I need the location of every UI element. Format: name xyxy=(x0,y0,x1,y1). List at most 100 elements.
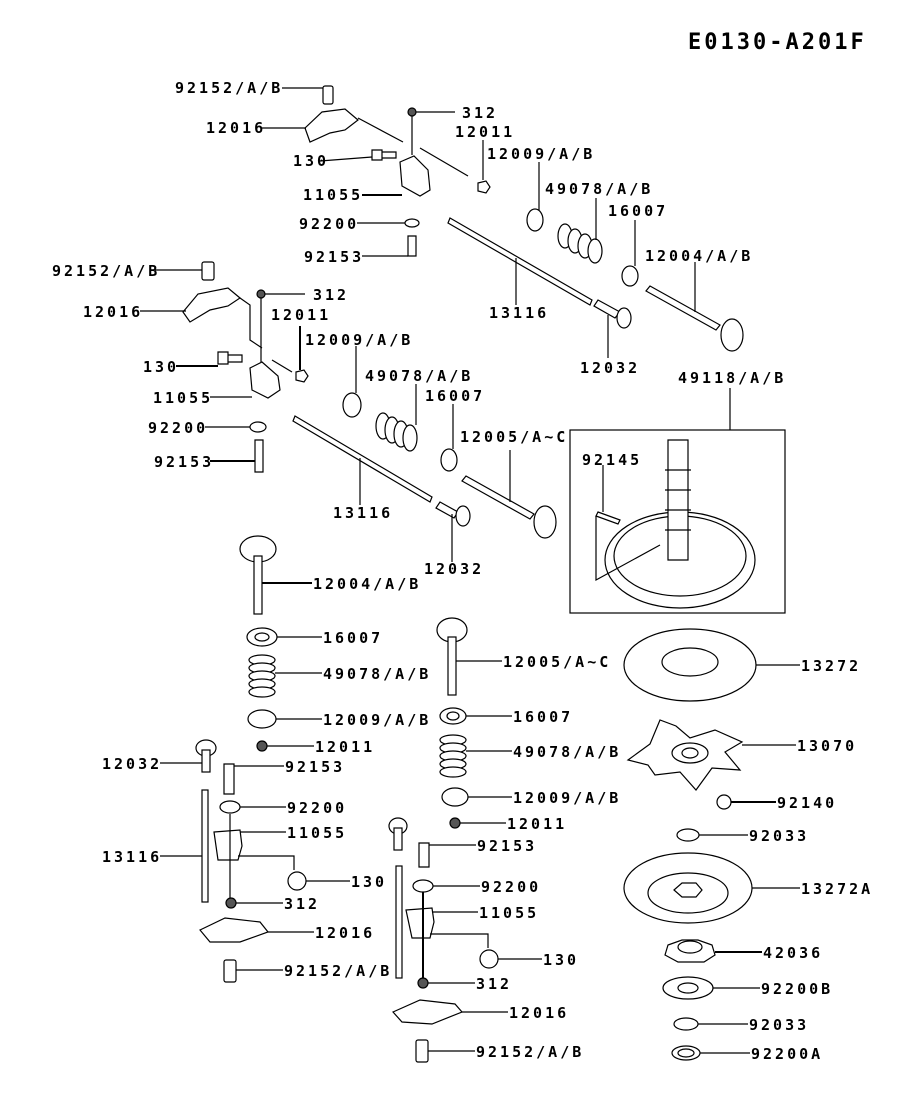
camshaft-assembly xyxy=(569,388,786,614)
rocker-bracket-part xyxy=(213,829,243,861)
label-lower-middle-spring-seat: 12009/A/B xyxy=(513,789,622,807)
label-governor-washer-a: 92200A xyxy=(751,1045,824,1063)
camshaft-part xyxy=(667,439,689,561)
rocker-arm-part xyxy=(304,108,359,143)
label-lower-left-valve: 12004/A/B xyxy=(313,575,422,593)
bolt-part xyxy=(479,949,499,969)
label-upper-exhaust-rocker-arm: 12016 xyxy=(206,119,267,137)
push-rod-part xyxy=(292,415,433,503)
label-upper-intake-lifter: 12032 xyxy=(424,560,485,578)
washer-part xyxy=(219,800,241,814)
washer-a-part xyxy=(671,1045,701,1061)
retainer-part xyxy=(295,369,309,383)
label-lower-middle-valve-spring: 49078/A/B xyxy=(513,743,622,761)
valve-spring-part xyxy=(248,654,276,698)
label-lower-left-valve-spring: 49078/A/B xyxy=(323,665,432,683)
stud-part xyxy=(407,235,417,257)
ball-part xyxy=(716,794,732,810)
label-lower-left-rocker-bracket: 11055 xyxy=(287,824,348,842)
ring-1-part xyxy=(676,828,700,842)
label-upper-exhaust-spring-seat: 12009/A/B xyxy=(487,145,596,163)
seal-part xyxy=(621,265,639,287)
governor-stack xyxy=(623,628,800,1061)
label-upper-exhaust-retainer: 12011 xyxy=(455,123,516,141)
label-upper-exhaust-bolt: 130 xyxy=(293,152,330,170)
label-camshaft-spring: 92145 xyxy=(582,451,643,469)
washer-part xyxy=(412,879,434,893)
stud-part xyxy=(418,842,430,868)
label-lower-middle-bolt: 130 xyxy=(543,951,580,969)
label-governor-cup: 13272A xyxy=(801,880,874,898)
stud-part xyxy=(223,763,235,795)
label-upper-intake-nut: 312 xyxy=(313,286,350,304)
seal-part xyxy=(246,627,278,647)
upper-intake-group xyxy=(140,261,557,562)
label-lower-middle-seal: 16007 xyxy=(513,708,574,726)
lifter-part xyxy=(593,299,621,319)
label-lower-middle-valve: 12005/A~C xyxy=(503,653,612,671)
label-lower-middle-rocker-arm: 12016 xyxy=(509,1004,570,1022)
label-governor-ring-1: 92033 xyxy=(749,827,810,845)
label-lower-left-spring-seat: 12009/A/B xyxy=(323,711,432,729)
label-upper-intake-stud: 92153 xyxy=(154,453,215,471)
spring-seat-part xyxy=(342,392,362,418)
valve-spring-part xyxy=(557,223,603,264)
label-upper-intake-rocker-bracket: 11055 xyxy=(153,389,214,407)
label-lower-left-lifter: 12032 xyxy=(102,755,163,773)
label-governor-ring-2: 92033 xyxy=(749,1016,810,1034)
label-lower-left-retainer: 12011 xyxy=(315,738,376,756)
lifter-part xyxy=(435,501,459,519)
label-upper-exhaust-washer: 92200 xyxy=(299,215,360,233)
washer-part xyxy=(404,218,420,228)
valve-part xyxy=(461,475,535,520)
label-upper-exhaust-tappet: 92152/A/B xyxy=(175,79,284,97)
washer-b-part xyxy=(662,976,714,1000)
rocker-bracket-part xyxy=(249,361,281,399)
label-lower-left-stud: 92153 xyxy=(285,758,346,776)
label-upper-exhaust-stud: 92153 xyxy=(304,248,365,266)
rocker-arm-part xyxy=(199,917,269,943)
label-upper-exhaust-rocker-bracket: 11055 xyxy=(303,186,364,204)
nut-part xyxy=(256,289,266,299)
rocker-arm-part xyxy=(182,287,242,323)
label-upper-exhaust-push-rod: 13116 xyxy=(489,304,550,322)
washer-part xyxy=(249,421,267,433)
stud-part xyxy=(254,439,264,473)
tappet-part xyxy=(201,261,215,281)
label-upper-intake-retainer: 12011 xyxy=(271,306,332,324)
label-governor-plate: 13272 xyxy=(801,657,862,675)
bolt-part xyxy=(371,149,397,161)
valve-spring-part xyxy=(439,734,467,778)
sleeve-part xyxy=(664,939,716,963)
label-upper-intake-push-rod: 13116 xyxy=(333,504,394,522)
label-lower-left-nut: 312 xyxy=(284,895,321,913)
label-governor-weight-holder: 13070 xyxy=(797,737,858,755)
push-rod-part xyxy=(201,789,209,903)
spring-part xyxy=(595,511,621,525)
label-upper-intake-rocker-arm: 12016 xyxy=(83,303,144,321)
label-camshaft-assembly: 49118/A/B xyxy=(678,369,787,387)
tappet-part xyxy=(415,1039,429,1063)
label-governor-sleeve: 42036 xyxy=(763,944,824,962)
label-upper-intake-valve-spring: 49078/A/B xyxy=(365,367,474,385)
label-governor-ball: 92140 xyxy=(777,794,838,812)
valve-spring-part xyxy=(375,412,418,452)
nut-part xyxy=(407,107,417,117)
label-lower-left-washer: 92200 xyxy=(287,799,348,817)
label-upper-intake-spring-seat: 12009/A/B xyxy=(305,331,414,349)
rocker-bracket-part xyxy=(405,907,435,939)
lower-left-group xyxy=(160,535,350,983)
label-lower-middle-nut: 312 xyxy=(476,975,513,993)
bolt-part xyxy=(217,351,243,365)
label-upper-exhaust-seal: 16007 xyxy=(608,202,669,220)
tappet-part xyxy=(223,959,237,983)
label-lower-middle-washer: 92200 xyxy=(481,878,542,896)
label-upper-intake-valve: 12005/A~C xyxy=(460,428,569,446)
valve-part xyxy=(645,285,721,331)
retainer-part xyxy=(477,180,491,194)
label-upper-exhaust-valve-spring: 49078/A/B xyxy=(545,180,654,198)
label-lower-left-tappet: 92152/A/B xyxy=(284,962,393,980)
label-lower-middle-tappet: 92152/A/B xyxy=(476,1043,585,1061)
label-lower-left-push-rod: 13116 xyxy=(102,848,163,866)
